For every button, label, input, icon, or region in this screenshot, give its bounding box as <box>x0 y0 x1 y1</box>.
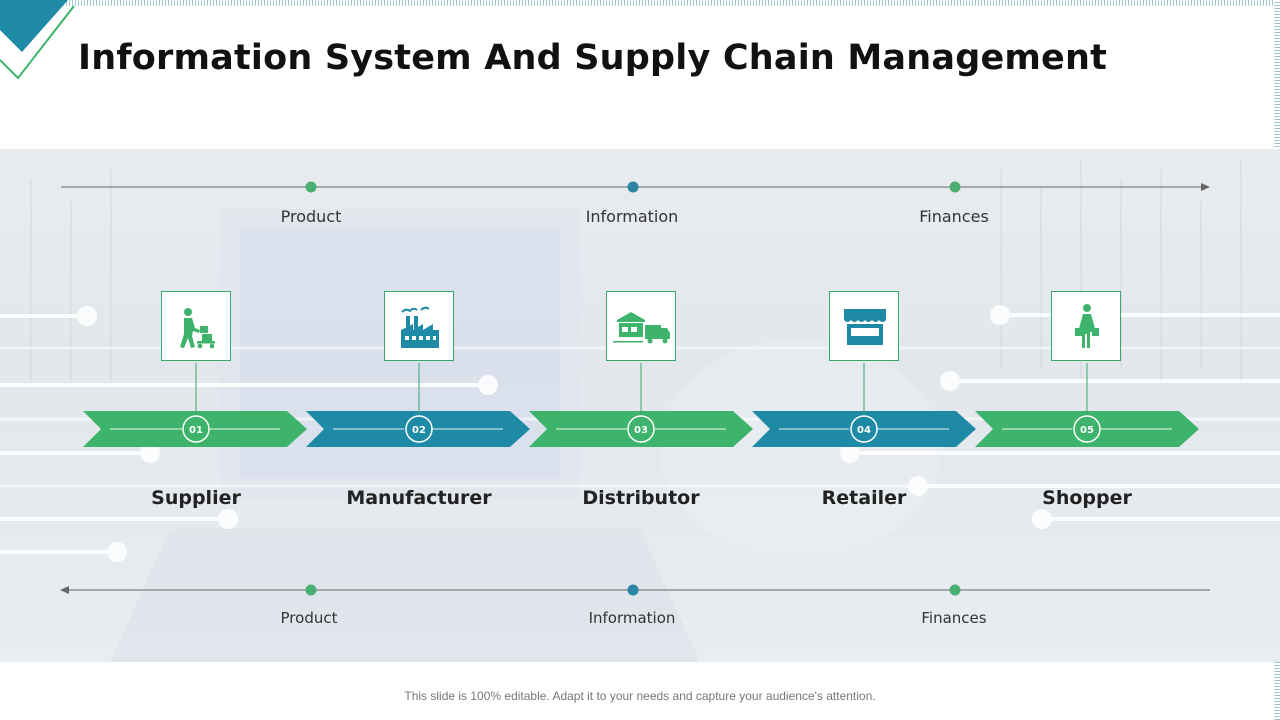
stage-number-03: 03 <box>634 425 648 436</box>
stage-number-05: 05 <box>1080 425 1094 436</box>
bottom-flow-label-product: Product <box>280 609 338 627</box>
warehouse-truck-icon <box>613 312 670 344</box>
corner-decoration <box>0 0 75 80</box>
bottom-flow-dot-finances <box>949 584 961 596</box>
page-title: Information System And Supply Chain Mana… <box>78 38 1108 78</box>
chevron-01 <box>83 411 307 447</box>
top-flow-dot-finances <box>949 181 961 193</box>
chevron-04 <box>752 411 976 447</box>
chevron-03 <box>529 411 753 447</box>
footer-note: This slide is 100% editable. Adapt it to… <box>404 689 876 703</box>
right-pattern-border <box>1274 0 1280 150</box>
worker-cart-icon <box>180 308 215 349</box>
top-flow-dot-information <box>627 181 639 193</box>
factory-icon <box>401 306 439 348</box>
stage-label-retailer: Retailer <box>821 487 907 509</box>
right-pattern-border-lower <box>1274 662 1280 720</box>
supplier-icon-box <box>161 291 231 361</box>
top-flow-label-product: Product <box>280 207 342 226</box>
store-icon <box>844 309 886 345</box>
chevron-05 <box>975 411 1199 447</box>
chevron-02 <box>306 411 530 447</box>
stage-label-distributor: Distributor <box>582 487 700 509</box>
stage-number-02: 02 <box>412 425 426 436</box>
distributor-icon-box <box>606 291 676 361</box>
manufacturer-icon-box <box>384 291 454 361</box>
stage-number-04: 04 <box>857 425 871 436</box>
stage-label-shopper: Shopper <box>1042 487 1132 509</box>
stage-label-manufacturer: Manufacturer <box>346 487 492 509</box>
bottom-flow-label-finances: Finances <box>921 609 987 627</box>
diagram-band: 01 02 03 04 05 Product Information Finan… <box>0 149 1280 662</box>
retailer-icon-box <box>829 291 899 361</box>
shopper-icon <box>1075 304 1099 348</box>
stage-chevrons: 01 02 03 04 05 <box>83 363 1199 447</box>
shopper-icon-box <box>1051 291 1121 361</box>
stage-number-01: 01 <box>189 425 203 436</box>
background-decoration: 01 02 03 04 05 <box>0 159 1280 662</box>
top-pattern-border <box>0 0 1280 6</box>
top-flow-label-information: Information <box>585 207 679 226</box>
bottom-flow-dot-product <box>305 584 317 596</box>
bottom-flow-label-information: Information <box>588 609 676 627</box>
top-flow-label-finances: Finances <box>919 207 989 226</box>
stage-label-supplier: Supplier <box>151 487 241 509</box>
top-flow-dot-product <box>305 181 317 193</box>
bottom-flow-dot-information <box>627 584 639 596</box>
